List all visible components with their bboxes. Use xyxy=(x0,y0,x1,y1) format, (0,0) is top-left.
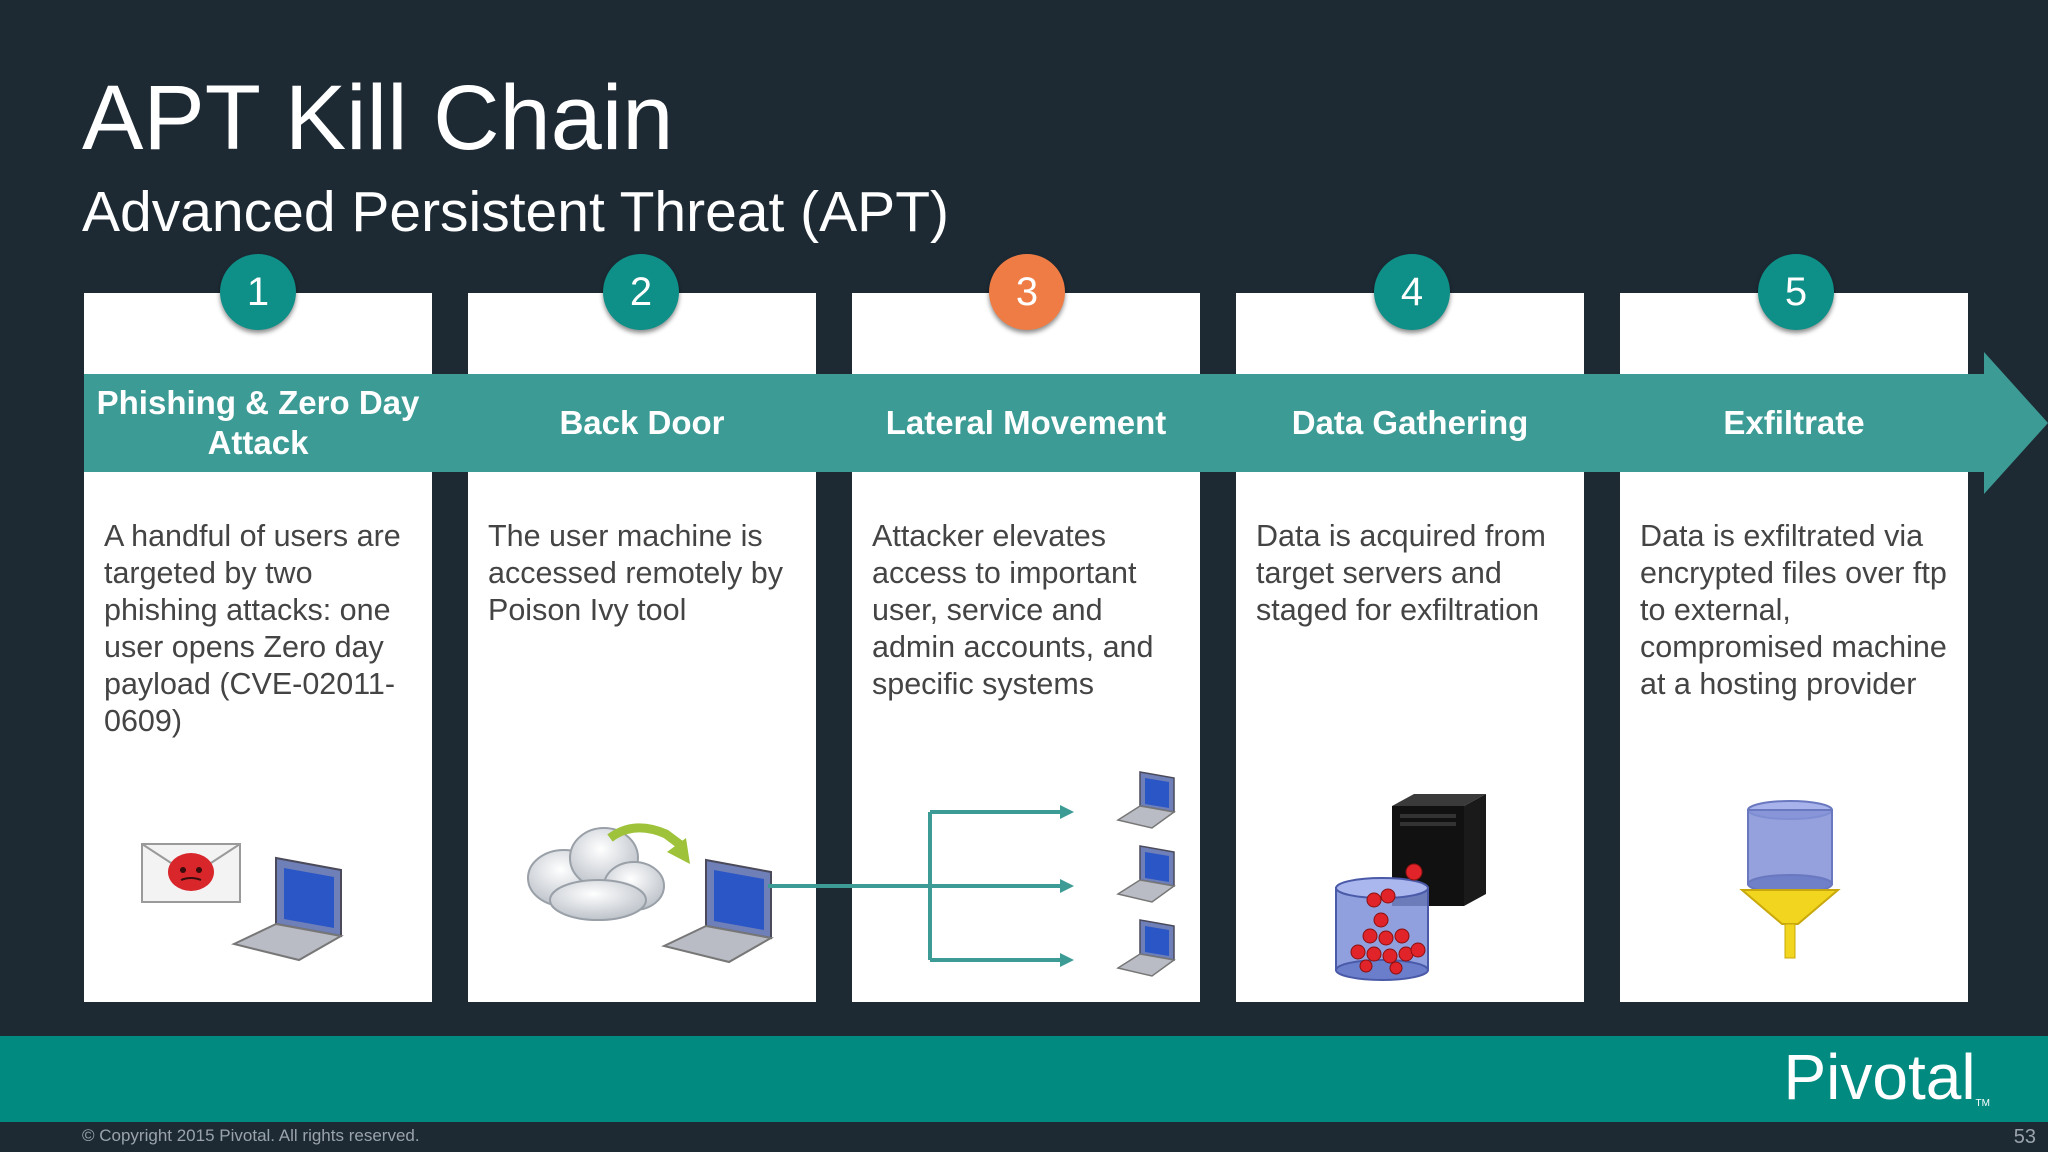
stage-number-badge-5: 5 xyxy=(1758,254,1834,330)
envelope-icon xyxy=(141,843,241,903)
funnel-icon xyxy=(1739,800,1841,959)
stage-2-illustration xyxy=(527,823,774,964)
footer-bar xyxy=(0,1036,2048,1122)
laptop-icon xyxy=(1116,919,1176,977)
stage-number-badge-3: 3 xyxy=(989,254,1065,330)
branch-arrows-icon xyxy=(768,810,1068,962)
pivotal-logo: PivotalTM xyxy=(1783,1045,1990,1109)
stage-5-illustration xyxy=(1739,800,1841,959)
stage-title-3: Lateral Movement xyxy=(885,404,1167,441)
stage-number-badge-1: 1 xyxy=(220,254,296,330)
database-icon xyxy=(1335,863,1429,981)
page-number: 53 xyxy=(2013,1126,2036,1148)
laptop-icon xyxy=(231,856,344,962)
stage-number-badge-2: 2 xyxy=(603,254,679,330)
kill-chain-arrowhead xyxy=(1984,352,2048,494)
cloud-icon xyxy=(527,827,665,921)
arrow-icon xyxy=(607,823,690,864)
trademark: TM xyxy=(1975,1098,1990,1109)
stage-description-5: Data is exfiltrated via encrypted files … xyxy=(1640,519,1947,701)
server-icon xyxy=(1392,794,1486,906)
stage-title-2: Back Door xyxy=(559,404,725,441)
copyright-notice: © Copyright 2015 Pivotal. All rights res… xyxy=(82,1126,420,1145)
stage-description-3: Attacker elevates access to important us… xyxy=(872,519,1154,701)
stage-title-5: Exfiltrate xyxy=(1723,404,1865,441)
stage-3-illustration xyxy=(768,771,1176,977)
laptop-icon xyxy=(1116,771,1176,829)
stage-description-2: The user machine is accessed remotely by… xyxy=(488,519,783,627)
stage-1-illustration xyxy=(141,843,344,962)
slide-title: APT Kill Chain xyxy=(82,67,674,169)
laptop-icon xyxy=(661,858,774,964)
stage-4-illustration xyxy=(1335,794,1486,981)
stage-title-1: Phishing & Zero Day Attack xyxy=(96,384,420,461)
kill-chain-arrow-band xyxy=(84,374,1984,472)
logo-text: Pivotal xyxy=(1783,1041,1976,1113)
stage-description-4: Data is acquired from target servers and… xyxy=(1256,519,1546,627)
stage-description-1: A handful of users are targeted by two p… xyxy=(104,519,401,738)
stage-number-badge-4: 4 xyxy=(1374,254,1450,330)
stage-title-4: Data Gathering xyxy=(1291,404,1529,441)
laptop-icon xyxy=(1116,845,1176,903)
slide-subtitle: Advanced Persistent Threat (APT) xyxy=(82,180,949,244)
